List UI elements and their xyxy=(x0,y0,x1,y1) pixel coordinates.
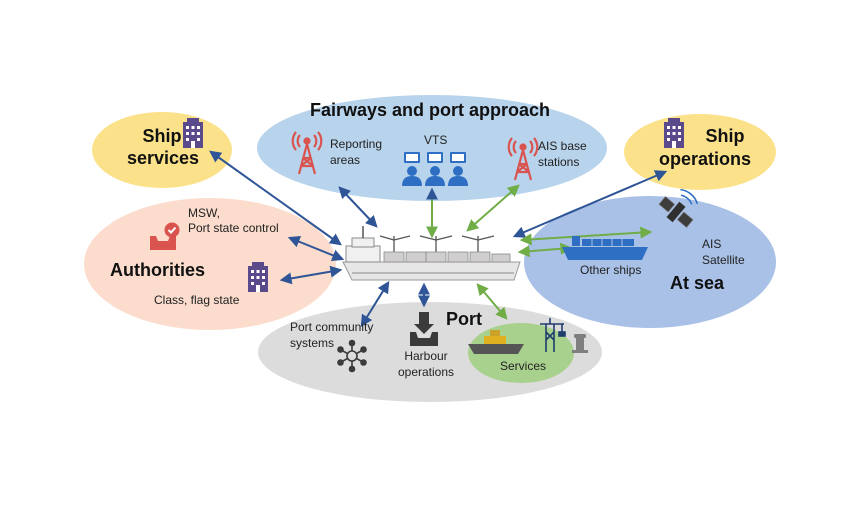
building-icon xyxy=(248,262,268,292)
pcs-line2: systems xyxy=(290,336,335,350)
network-hub-icon xyxy=(337,339,367,373)
msw-line2: Port state control xyxy=(188,221,279,235)
building-icon xyxy=(183,118,203,148)
at-sea-title: At sea xyxy=(670,273,725,293)
arrow-satellite xyxy=(519,226,653,246)
vts-operators-icon xyxy=(402,152,468,186)
arrow-ship-operations xyxy=(512,170,668,238)
inbox-check-icon xyxy=(150,222,180,250)
class-flag-state-label: Class, flag state xyxy=(154,293,240,307)
other-ships-label: Other ships xyxy=(580,263,642,277)
tug-boat-icon xyxy=(468,330,524,354)
arrow-pcs xyxy=(360,280,390,328)
arrow-other-ships xyxy=(517,242,573,258)
bollard-icon xyxy=(572,334,588,353)
container-ship-icon xyxy=(562,236,648,260)
authorities-title: Authorities xyxy=(110,260,206,280)
port-title: Port xyxy=(446,309,482,329)
arrow-reporting xyxy=(338,186,378,228)
ship-services-title-line1: Ship xyxy=(142,126,182,146)
arrow-ship-services xyxy=(209,150,342,246)
reporting-areas-line2: areas xyxy=(330,153,361,167)
ship-services-title-line2: services xyxy=(126,148,200,168)
ship-operations-title-line1: Ship xyxy=(705,126,745,146)
arrow-ais-base xyxy=(466,184,520,232)
arrow-class-flag xyxy=(279,265,343,285)
satellite-icon xyxy=(658,188,699,228)
ais-base-line1: AIS base xyxy=(538,139,587,153)
download-tray-icon xyxy=(410,312,438,346)
ais-satellite-line2: Satellite xyxy=(702,253,745,267)
ais-satellite-line1: AIS xyxy=(702,237,722,251)
harbour-line2: operations xyxy=(397,365,455,379)
reporting-areas-line1: Reporting xyxy=(330,137,383,151)
ais-base-line2: stations xyxy=(538,155,580,169)
radio-tower-icon xyxy=(291,131,323,175)
ship-operations-title-line2: operations xyxy=(659,149,752,169)
fairways-title: Fairways and port approach xyxy=(310,100,551,120)
msw-line1: MSW, xyxy=(188,206,220,220)
services-label: Services xyxy=(500,359,547,373)
vts-label: VTS xyxy=(424,133,448,147)
arrow-msw xyxy=(287,236,345,261)
pcs-line1: Port community xyxy=(290,320,374,334)
arrow-services xyxy=(476,283,508,320)
radio-tower-icon xyxy=(507,137,539,181)
crane-icon xyxy=(540,318,566,352)
building-icon xyxy=(664,118,684,148)
cargo-ship-icon xyxy=(342,226,521,281)
harbour-line1: Harbour xyxy=(404,349,448,363)
